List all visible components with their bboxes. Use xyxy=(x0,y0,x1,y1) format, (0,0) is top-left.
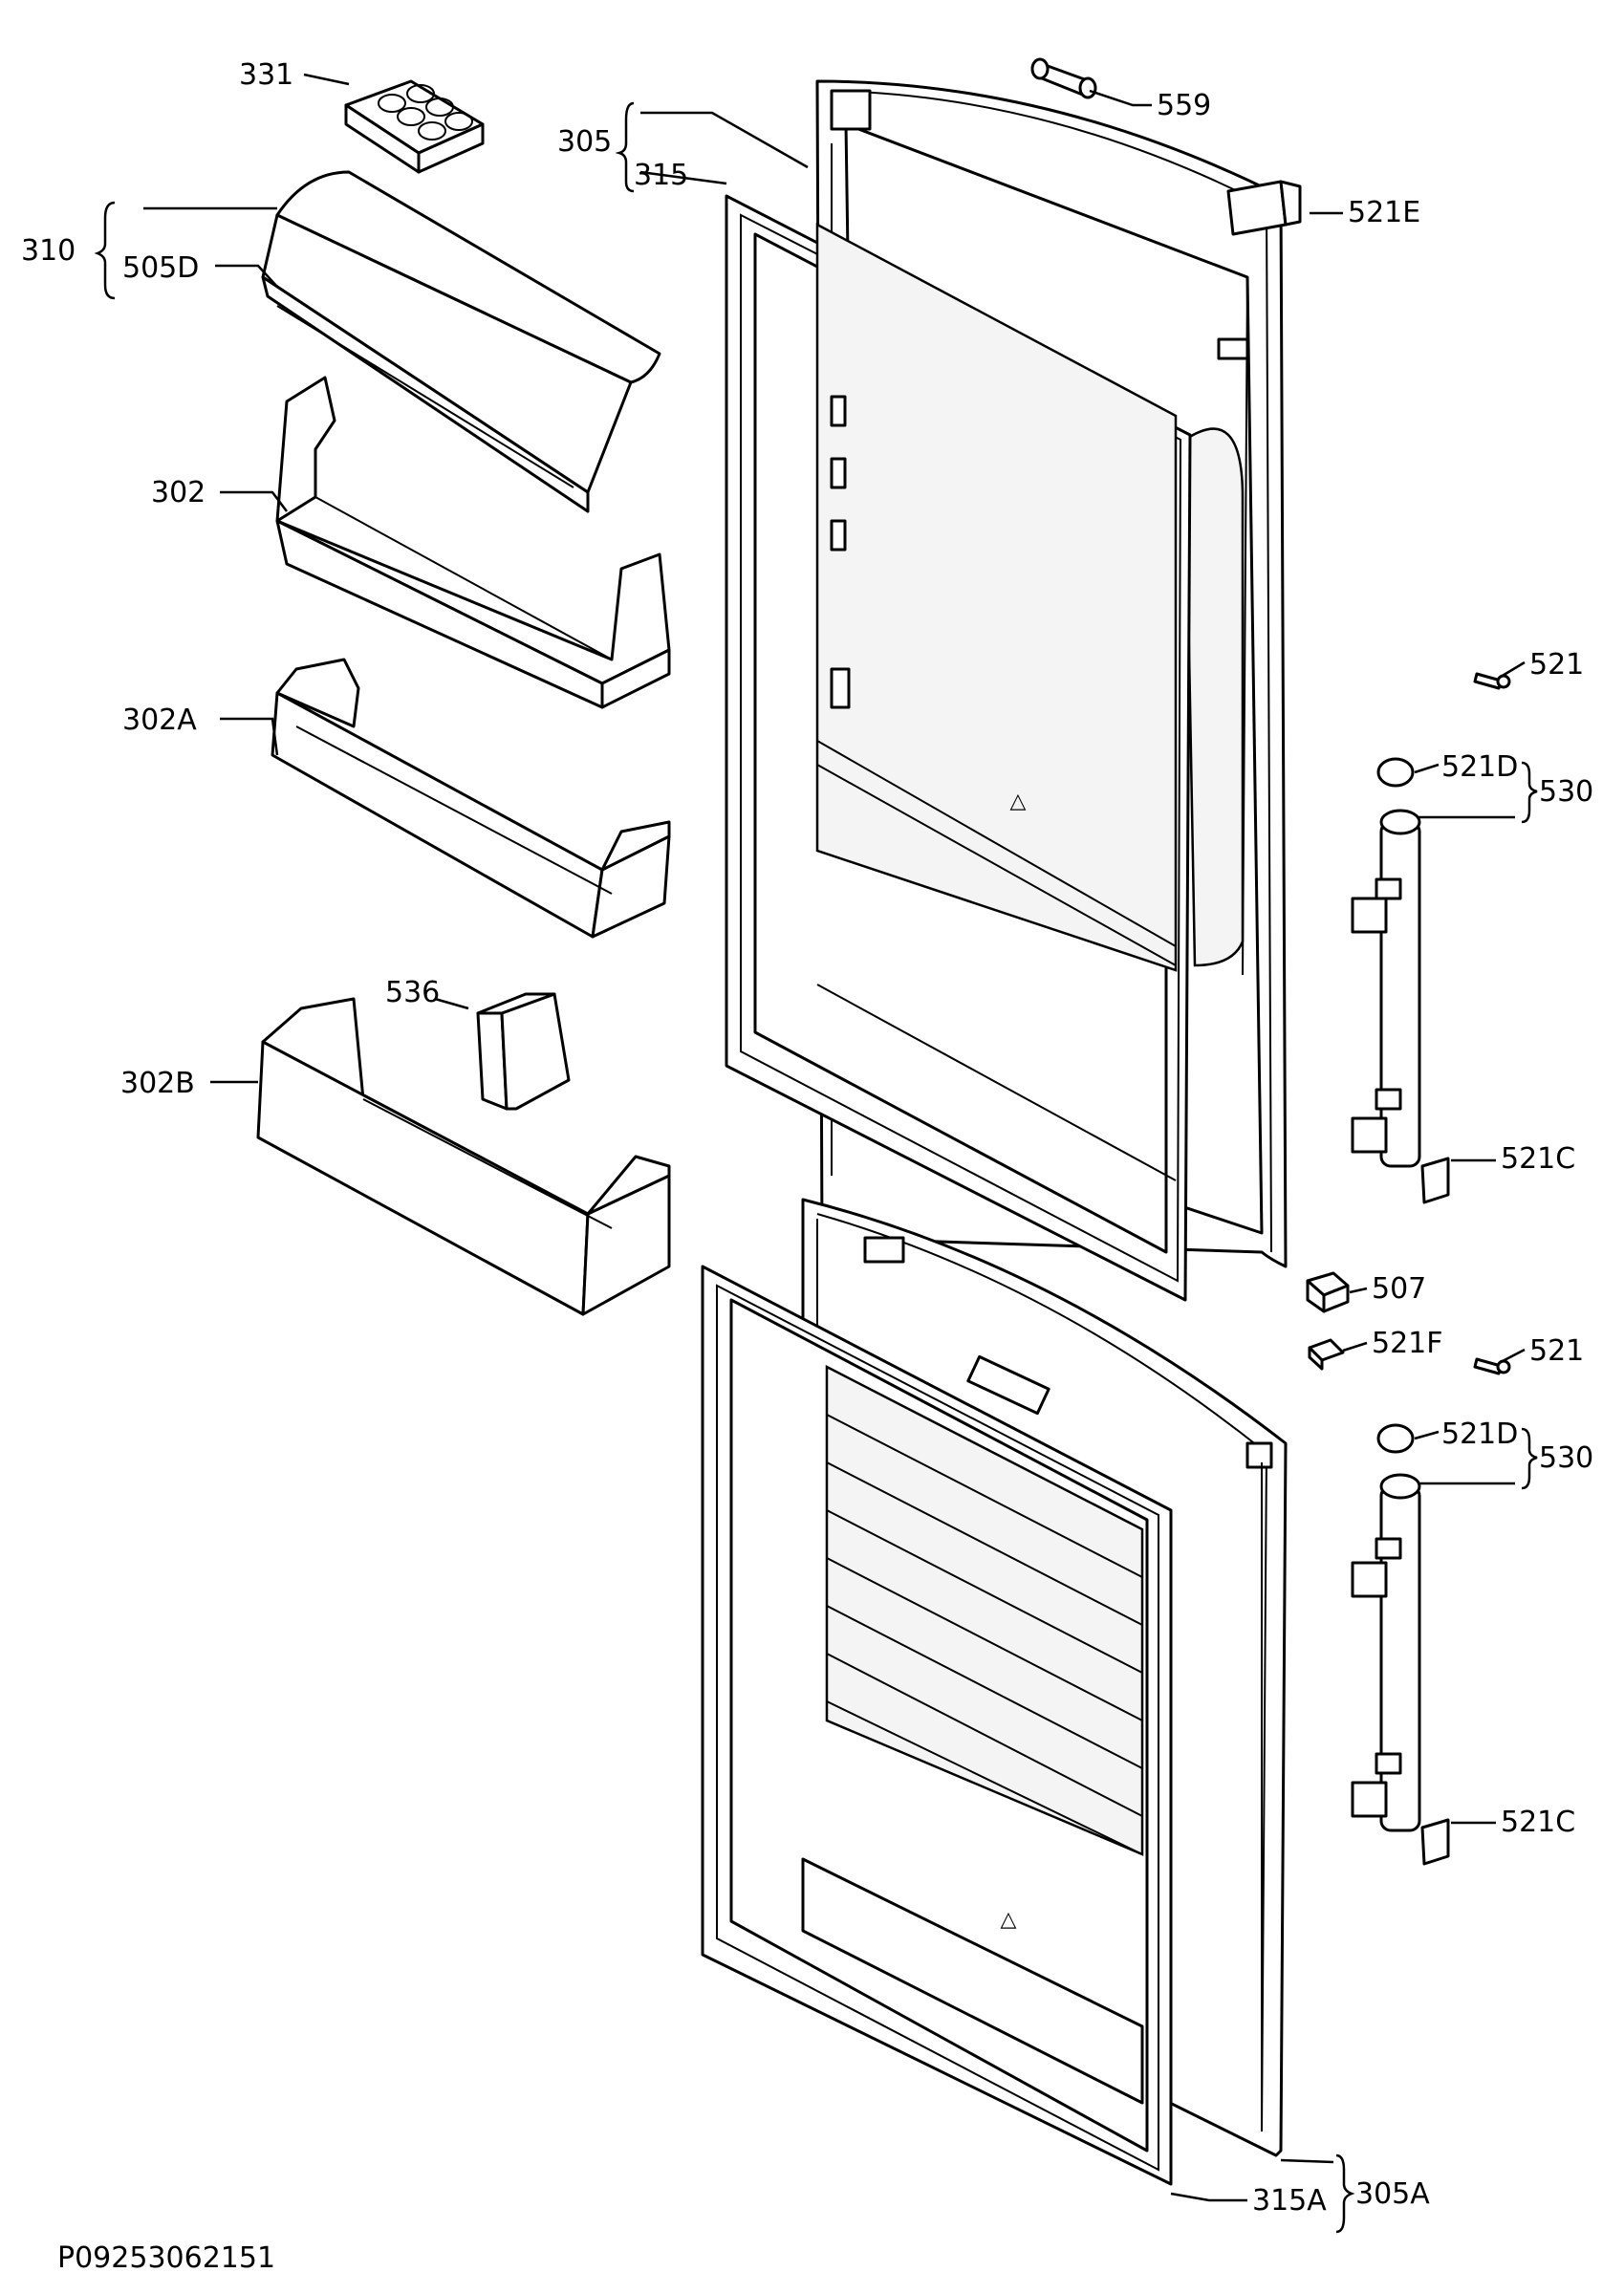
label-536: 536 xyxy=(385,976,440,1009)
screw-part-top xyxy=(1473,672,1511,690)
label-521-lower: 521 xyxy=(1529,1334,1584,1368)
lower-door-gasket-part: △ xyxy=(701,1265,1173,2186)
door-shelf-b-part xyxy=(256,997,671,1316)
label-315: 315 xyxy=(634,159,688,192)
label-521C-upper: 521C xyxy=(1501,1142,1575,1176)
upper-door-gasket-part: △ xyxy=(725,194,1192,1302)
label-530-lower: 530 xyxy=(1539,1441,1593,1475)
label-302A: 302A xyxy=(122,703,197,737)
egg-tray-part xyxy=(344,79,485,174)
label-507: 507 xyxy=(1372,1272,1426,1306)
label-305A: 305A xyxy=(1355,2177,1430,2211)
leader-lines xyxy=(143,73,1526,2202)
svg-text:△: △ xyxy=(1001,1908,1017,1932)
screw-part-bottom xyxy=(1473,1357,1511,1375)
label-521D-lower: 521D xyxy=(1441,1418,1518,1451)
label-305: 305 xyxy=(557,125,612,159)
svg-text:△: △ xyxy=(1010,790,1027,813)
label-521D-upper: 521D xyxy=(1441,750,1518,784)
label-559: 559 xyxy=(1157,89,1211,122)
label-302: 302 xyxy=(151,476,206,509)
label-521F: 521F xyxy=(1372,1327,1443,1360)
bottle-clip-part xyxy=(476,992,571,1111)
document-id: P09253062151 xyxy=(57,2241,275,2275)
pin-part xyxy=(1030,57,1097,99)
label-530-upper: 530 xyxy=(1539,775,1593,809)
clip-f-part xyxy=(1308,1338,1345,1371)
label-315A: 315A xyxy=(1252,2184,1327,2218)
stop-part xyxy=(1306,1271,1350,1313)
upper-hinge-part xyxy=(1351,757,1421,1168)
door-shelf-a-part xyxy=(271,658,671,939)
label-521C-lower: 521C xyxy=(1501,1806,1575,1839)
door-shelf-part xyxy=(275,376,671,709)
label-521-upper: 521 xyxy=(1529,648,1584,682)
label-505D: 505D xyxy=(122,251,199,285)
top-cover-part xyxy=(1226,180,1302,236)
label-331: 331 xyxy=(239,58,293,92)
group-braces xyxy=(94,101,1538,2234)
label-310: 310 xyxy=(21,234,76,268)
part-labels: 331 559 305 315 521E 310 505D 302 302A 5… xyxy=(21,58,1593,2218)
cap-part-upper xyxy=(1420,1157,1450,1204)
label-302B: 302B xyxy=(120,1067,195,1100)
lower-hinge-part xyxy=(1351,1423,1421,1832)
cap-part-lower xyxy=(1420,1818,1450,1866)
shelf-flap-part xyxy=(261,170,661,513)
label-521E: 521E xyxy=(1348,196,1420,229)
